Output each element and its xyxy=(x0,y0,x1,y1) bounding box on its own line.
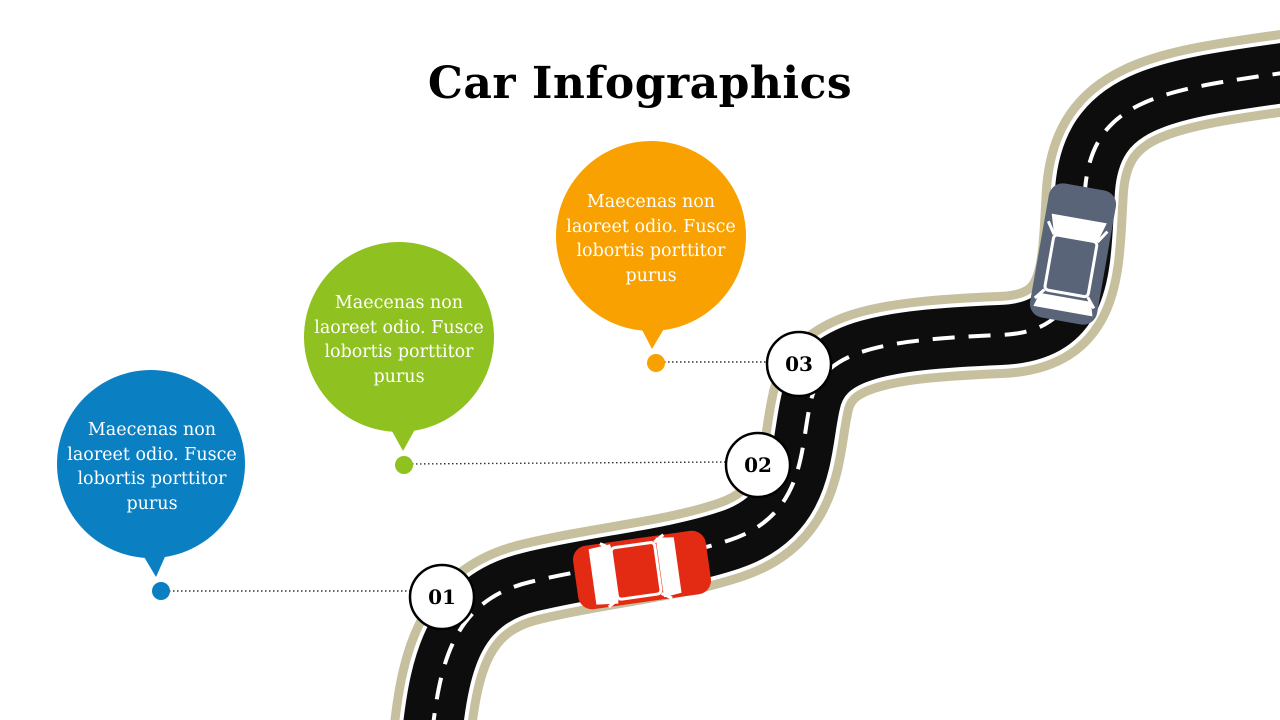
road-border xyxy=(390,29,1280,720)
bubble-01-body xyxy=(57,370,245,558)
bubble-01-dot xyxy=(152,582,170,600)
bubble-02-text: Maecenas non laoreet odio. Fusce loborti… xyxy=(314,293,484,387)
road xyxy=(390,29,1280,720)
connector-line-02 xyxy=(403,461,727,465)
gray-car-icon xyxy=(1029,183,1117,325)
step-marker-03 xyxy=(765,330,833,398)
bubble-03-text: Maecenas non laoreet odio. Fusce loborti… xyxy=(566,192,736,286)
step-number-01: 01 xyxy=(428,585,456,609)
step-number-03: 03 xyxy=(785,352,813,376)
bubble-02-body xyxy=(304,242,494,432)
bubble-03-dot xyxy=(647,354,665,372)
bubble-03-pointer xyxy=(638,322,668,349)
bubble-02 xyxy=(304,242,494,474)
step-marker-02 xyxy=(724,431,792,499)
bubble-03-body xyxy=(556,141,746,331)
page-title: Car Infographics xyxy=(427,58,853,109)
bubble-01-text: Maecenas non laoreet odio. Fusce loborti… xyxy=(67,420,237,514)
bubble-01 xyxy=(57,370,245,600)
bubble-02-pointer xyxy=(388,424,418,451)
bubble-02-dot xyxy=(395,456,413,474)
red-car-icon xyxy=(573,530,711,610)
connector-lines xyxy=(161,361,766,592)
step-marker-01 xyxy=(408,563,476,631)
bubble-01-pointer xyxy=(140,550,168,577)
step-number-02: 02 xyxy=(744,453,772,477)
bubble-03 xyxy=(556,141,746,372)
